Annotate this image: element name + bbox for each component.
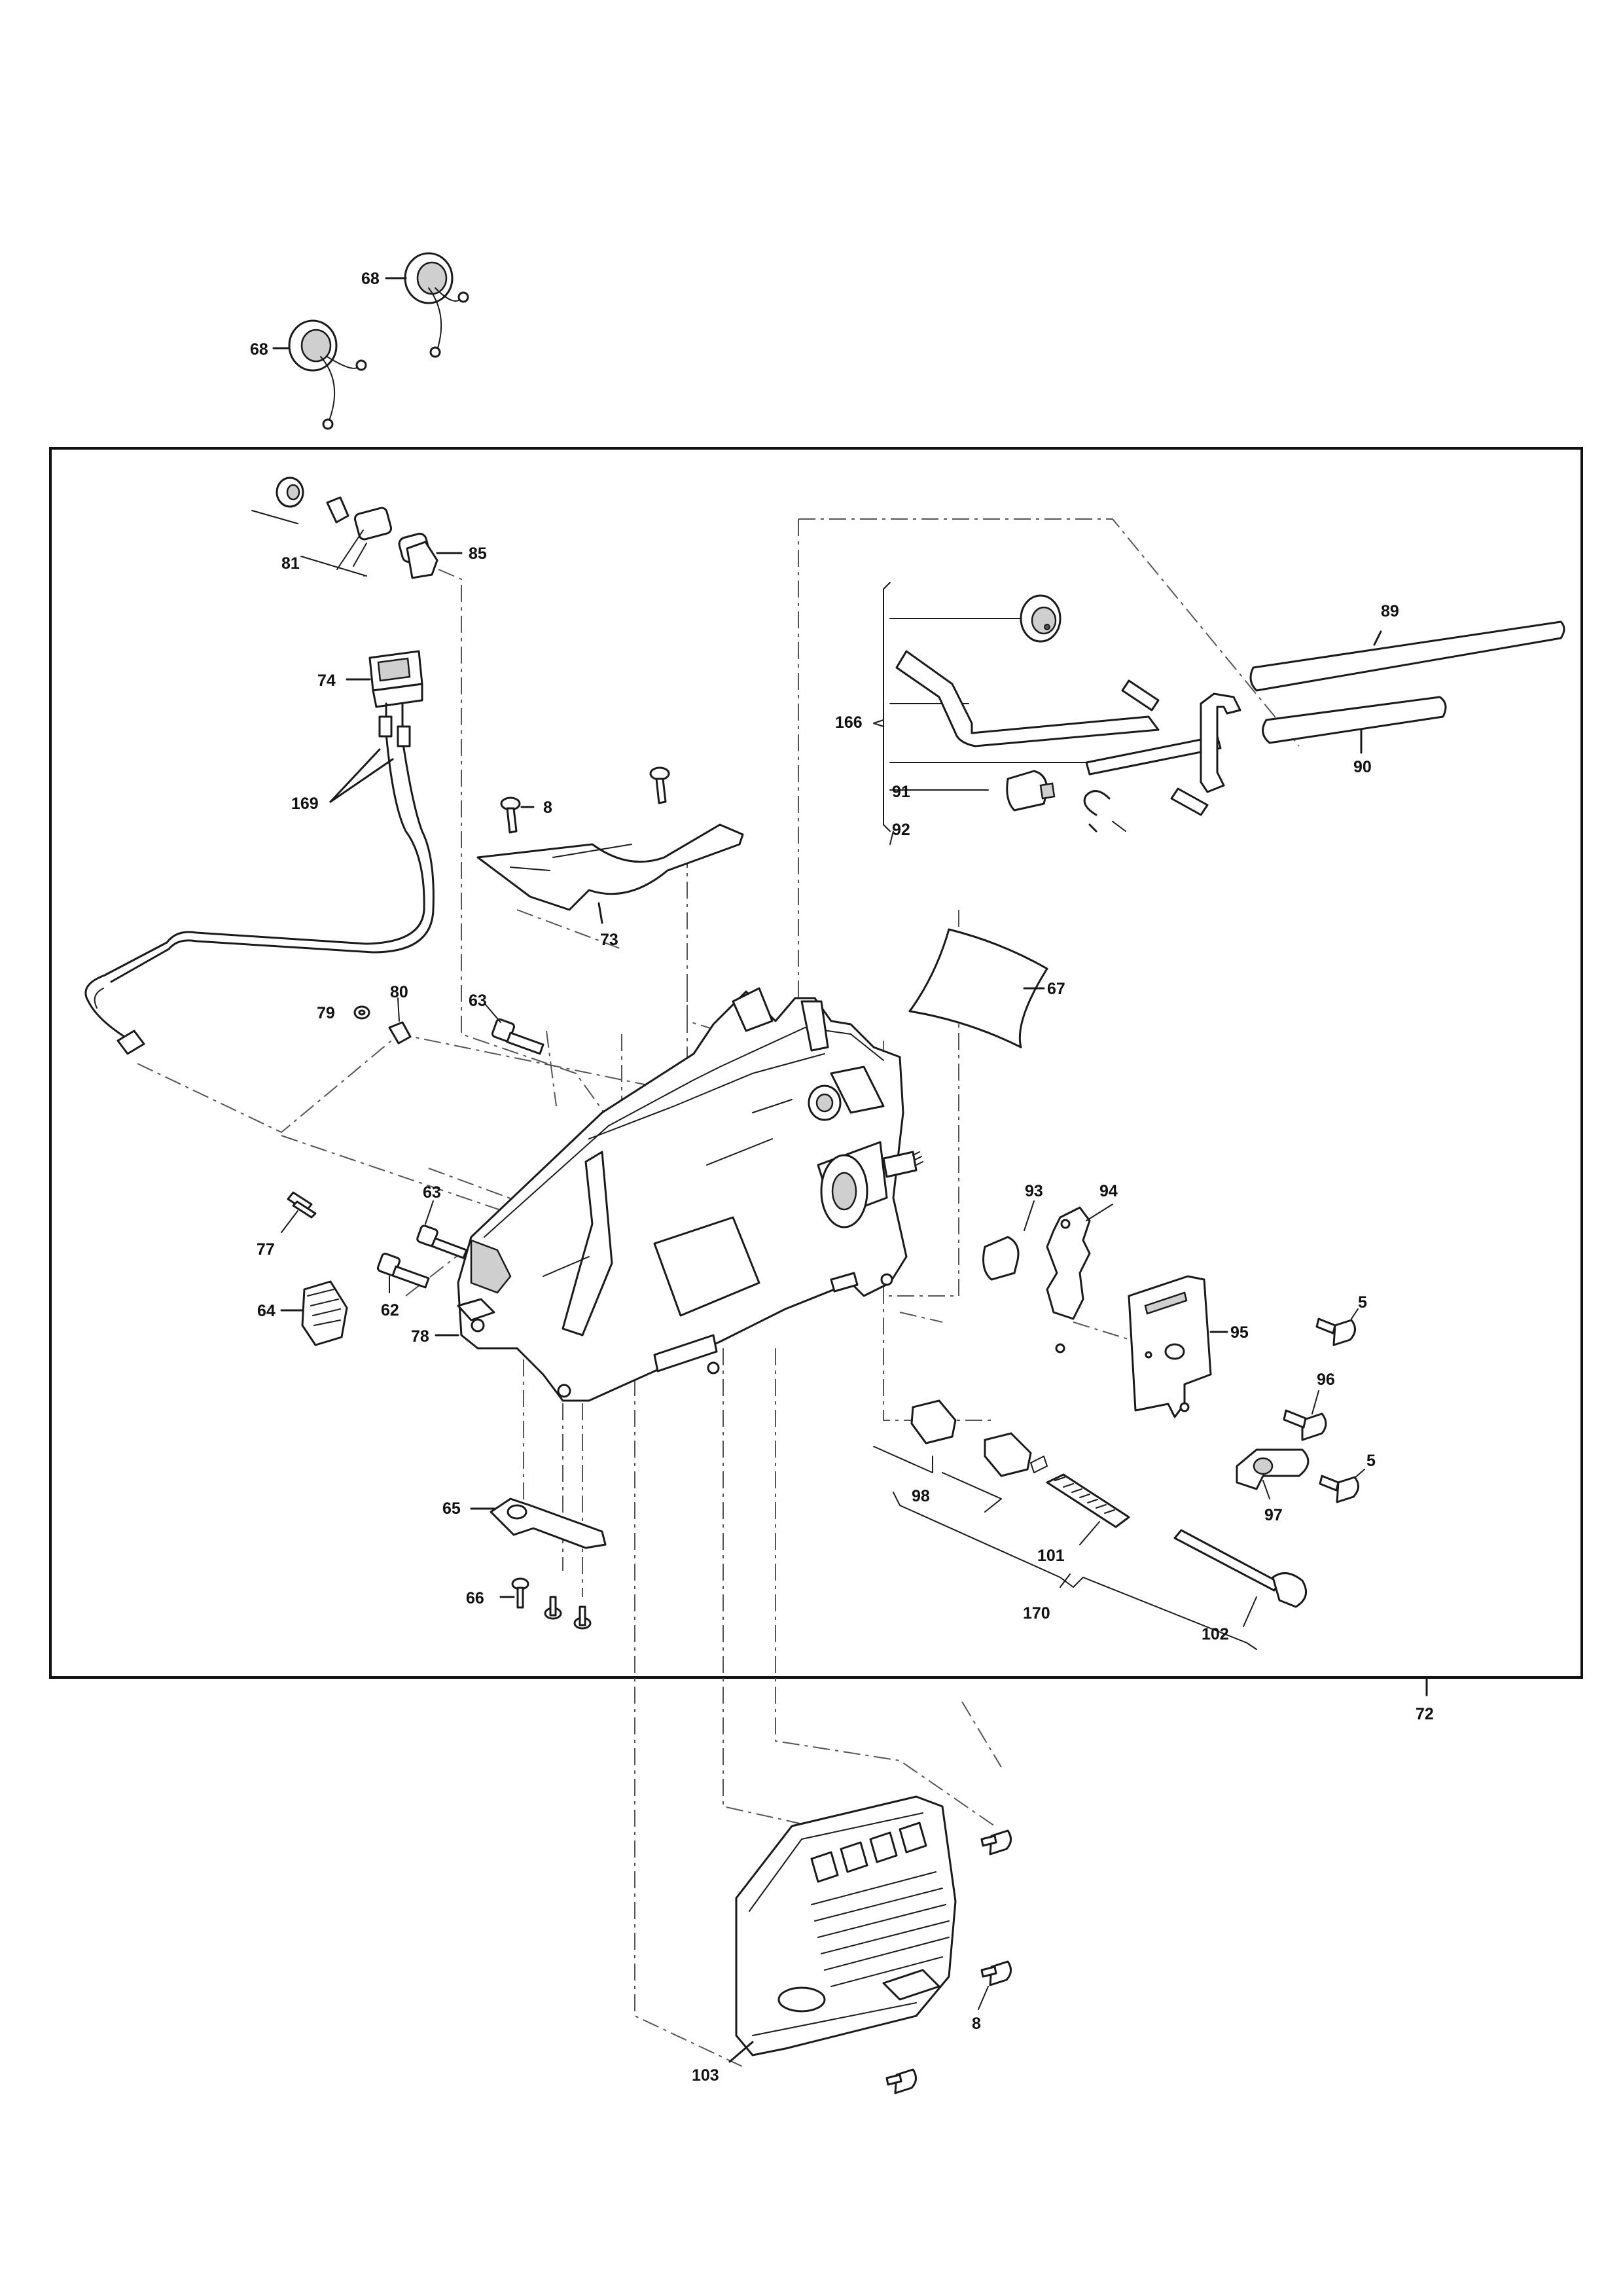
- handle-group-166: [873, 582, 1241, 845]
- screw-8-upper: [500, 766, 670, 834]
- bolt-62: [376, 1252, 430, 1293]
- label-67: [908, 928, 1048, 1049]
- label-77: 77: [257, 1240, 275, 1259]
- handle-tube-89: [1249, 620, 1565, 692]
- fuel-cap-68-lower: [272, 319, 367, 430]
- label-68-upper: 68: [361, 270, 380, 288]
- spring-101: [1046, 1473, 1130, 1545]
- label-97: 97: [1264, 1506, 1283, 1524]
- clip-92: [1083, 790, 1126, 833]
- label-98: 98: [912, 1487, 930, 1505]
- label-89: 89: [1381, 602, 1399, 620]
- label-93: 93: [1025, 1182, 1043, 1200]
- crankcase-78: [435, 987, 923, 1402]
- label-5-lower: 5: [1366, 1452, 1376, 1470]
- label-80: 80: [390, 983, 408, 1001]
- screws-66: [499, 1577, 592, 1630]
- label-72: 72: [1416, 1705, 1434, 1723]
- label-170: 170: [1023, 1604, 1050, 1623]
- plug-93: [982, 1200, 1035, 1281]
- bolt-63-upper: [485, 1004, 544, 1055]
- label-78: 78: [411, 1327, 429, 1346]
- label-64: 64: [257, 1302, 276, 1320]
- assembly-frame: [49, 447, 1583, 1679]
- label-73: 73: [600, 931, 618, 949]
- label-90: 90: [1353, 758, 1372, 776]
- label-68-lower: 68: [250, 340, 268, 359]
- label-169: 169: [291, 795, 319, 813]
- label-79: 79: [317, 1004, 335, 1022]
- switch-74: [346, 650, 423, 708]
- bushing-group-98: [873, 1399, 1048, 1513]
- cover-screws: [885, 1829, 1012, 2094]
- washer-79: [353, 1005, 370, 1020]
- handle-tube-90: [1262, 696, 1447, 754]
- label-67: 67: [1047, 980, 1065, 998]
- label-65: 65: [442, 1499, 461, 1518]
- clip-77: [281, 1191, 317, 1233]
- label-103: 103: [692, 2066, 719, 2085]
- bar-adjuster-102: [1173, 1529, 1308, 1627]
- plate-65: [470, 1498, 607, 1549]
- label-8-lower: 8: [972, 2015, 981, 2033]
- gasket-94: [1046, 1204, 1113, 1354]
- label-95: 95: [1230, 1323, 1249, 1342]
- pin-96: [1283, 1390, 1327, 1441]
- vent-group-81: [251, 476, 431, 577]
- label-94: 94: [1099, 1182, 1118, 1200]
- label-8-upper: 8: [543, 798, 552, 817]
- adjuster-97: [1236, 1448, 1310, 1499]
- label-81: 81: [281, 554, 300, 573]
- label-166: 166: [835, 713, 863, 732]
- label-74: 74: [317, 672, 336, 690]
- screw-5-lower: [1319, 1469, 1365, 1503]
- label-91: 91: [892, 783, 910, 801]
- callout-labels: 68 68 81 85 74 169 8 73 79 80 63 77 63 6…: [250, 270, 1434, 2085]
- label-63-upper: 63: [469, 992, 487, 1010]
- cover-plate-73: [476, 823, 744, 924]
- label-85: 85: [469, 545, 487, 563]
- fuel-cap-68-upper: [385, 252, 469, 358]
- label-66: 66: [466, 1589, 484, 1607]
- bumper-spike-64: [280, 1280, 348, 1346]
- label-101: 101: [1037, 1547, 1065, 1565]
- label-5-upper: 5: [1358, 1293, 1367, 1312]
- chain-guide-plate-95: [1128, 1275, 1228, 1418]
- sprocket-cover-103: [728, 1795, 957, 2063]
- label-102: 102: [1202, 1625, 1229, 1643]
- wiring-harness-169: [84, 702, 435, 1055]
- label-96: 96: [1317, 1371, 1335, 1389]
- label-63-lower: 63: [423, 1183, 441, 1202]
- label-92: 92: [892, 821, 910, 839]
- grommet-91: [1006, 770, 1056, 812]
- bolt-63-lower: [416, 1200, 468, 1259]
- tensioner-group-170: [893, 1492, 1257, 1650]
- plug-85: [406, 541, 463, 579]
- screw-5-upper: [1315, 1308, 1359, 1346]
- label-62: 62: [381, 1301, 399, 1319]
- nozzle-80: [388, 997, 412, 1045]
